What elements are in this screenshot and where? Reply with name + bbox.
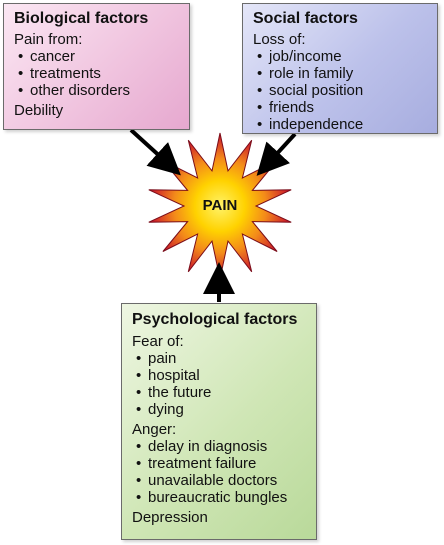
anger-intro: Anger: [132, 421, 177, 438]
list-item: •friends [257, 99, 315, 116]
list-item: •treatment failure [136, 455, 257, 472]
biological-list: •cancer •treatments •other disorders [14, 48, 181, 99]
biological-factors-title: Biological factors [14, 10, 149, 27]
psychological-factors-box: Psychological factors Fear of: •pain •ho… [121, 303, 317, 540]
biological-extra: Debility [14, 102, 64, 119]
arrow-social-to-pain [256, 132, 297, 176]
fear-intro: Fear of: [132, 333, 184, 350]
list-item: •cancer [18, 48, 76, 65]
social-intro: Loss of: [253, 31, 306, 48]
list-item: •the future [136, 384, 212, 401]
arrow-biological-to-pain [129, 128, 181, 176]
list-item: •job/income [257, 48, 342, 65]
list-item: •dying [136, 401, 184, 418]
social-list: •job/income •role in family •social posi… [253, 48, 429, 133]
psychological-extra: Depression [132, 509, 208, 526]
list-item: •treatments [18, 65, 101, 82]
biological-intro: Pain from: [14, 31, 83, 48]
social-factors-box: Social factors Loss of: •job/income •rol… [242, 3, 438, 134]
anger-list: •delay in diagnosis •treatment failure •… [132, 438, 308, 506]
list-item: •other disorders [18, 82, 131, 99]
list-item: •bureaucratic bungles [136, 489, 288, 506]
social-factors-title: Social factors [253, 10, 358, 27]
pain-label: PAIN [202, 197, 238, 214]
fear-list: •pain •hospital •the future •dying [132, 350, 308, 418]
list-item: •independence [257, 116, 364, 133]
psychological-factors-title: Psychological factors [132, 311, 298, 328]
list-item: •pain [136, 350, 177, 367]
list-item: •delay in diagnosis [136, 438, 268, 455]
list-item: •unavailable doctors [136, 472, 278, 489]
list-item: •hospital [136, 367, 200, 384]
list-item: •role in family [257, 65, 354, 82]
list-item: •social position [257, 82, 364, 99]
biological-factors-box: Biological factors Pain from: •cancer •t… [3, 3, 190, 130]
